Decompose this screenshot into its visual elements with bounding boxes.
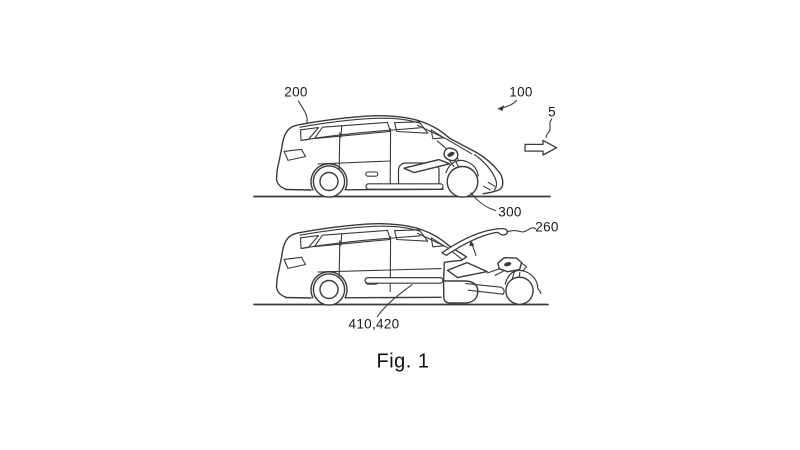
rear-quarter-window — [299, 127, 320, 141]
rear-wheel-hub — [319, 171, 339, 192]
scooter-body-lines — [465, 283, 505, 295]
scooter-neck — [486, 268, 504, 276]
roof-inner-line — [299, 117, 420, 128]
scooter-seat — [403, 158, 451, 174]
ref-label-200: 200 — [284, 84, 308, 100]
beltline — [301, 127, 421, 141]
leader-line-300 — [470, 192, 497, 212]
roof-inner-line — [299, 225, 420, 236]
door-crease — [317, 160, 391, 165]
ref-label-260: 260 — [535, 219, 559, 235]
vent-window — [430, 129, 445, 140]
beltline — [301, 235, 421, 249]
scooter-front-wheel — [446, 165, 479, 198]
stowed-scooter — [403, 140, 498, 198]
flap-open-arrowhead — [469, 240, 475, 247]
leader-line-200 — [297, 100, 308, 124]
figure-caption: Fig. 1 — [376, 350, 430, 373]
scooter-fender — [504, 269, 542, 295]
rear-quarter-window — [299, 235, 320, 249]
car-outline — [275, 223, 468, 298]
guide-rail-bar — [365, 183, 444, 190]
leader-line-410-420 — [376, 284, 413, 318]
window-pillar — [340, 125, 343, 138]
taillight — [283, 148, 307, 161]
windshield-inner-line — [416, 124, 473, 155]
leader-line-260 — [506, 227, 537, 233]
guide-rail-bar — [364, 277, 444, 284]
direction-arrow-icon — [524, 139, 558, 156]
ref-label-300: 300 — [498, 204, 522, 220]
deployed-scooter — [446, 257, 542, 306]
car-window-details — [283, 225, 463, 298]
front-skirt — [442, 280, 479, 304]
ref-label-100: 100 — [509, 84, 533, 100]
ref-label-5: 5 — [548, 104, 556, 120]
leader-line-100 — [502, 99, 518, 109]
leader-line-5 — [545, 118, 553, 139]
door-crease — [317, 268, 442, 273]
door-handle — [365, 171, 379, 177]
leader-arrowhead-100 — [497, 105, 505, 111]
windshield-inner-line — [416, 232, 463, 260]
scooter-front-wheel — [505, 276, 534, 306]
car-outline — [275, 115, 504, 195]
nose-vents — [482, 181, 496, 191]
front-door-window — [393, 121, 429, 134]
scooter-seat — [446, 261, 488, 279]
ref-label-410-420: 410,420 — [348, 316, 400, 332]
car-rocker-line — [284, 271, 442, 299]
window-pillar — [340, 233, 343, 246]
top-view — [253, 99, 558, 212]
handlebar-grip — [504, 262, 512, 267]
rear-wheel-hub — [319, 279, 339, 300]
vent-window — [430, 237, 445, 248]
front-door-window — [393, 229, 429, 242]
scooter-fender — [445, 159, 479, 177]
taillight — [283, 256, 307, 269]
handlebar-grip — [447, 151, 455, 157]
nose-inner-line — [473, 153, 498, 191]
handlebar-mirror — [521, 262, 528, 272]
open-front-flap — [441, 227, 508, 256]
bottom-view — [253, 223, 549, 318]
